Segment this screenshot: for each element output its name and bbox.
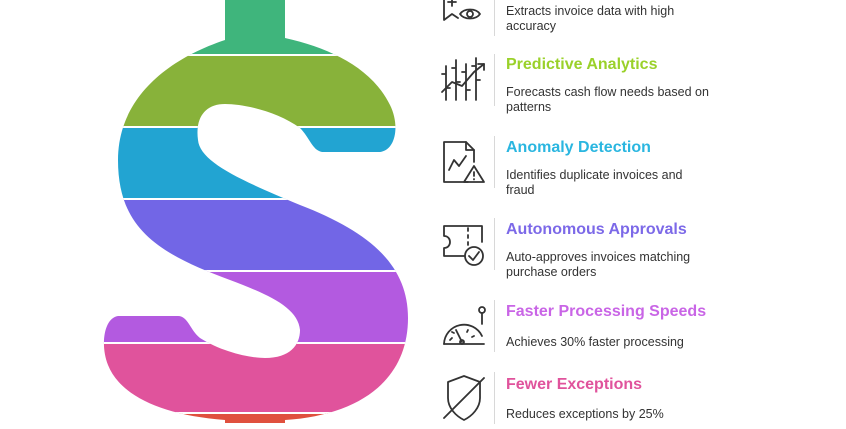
feature-title: Fewer Exceptions (506, 376, 643, 393)
feature-description: Identifies duplicate invoices and fraud (506, 168, 683, 197)
divider (494, 54, 495, 106)
speedometer-icon (438, 300, 490, 352)
divider (494, 218, 495, 270)
divider (494, 372, 495, 424)
dollar-band (103, 343, 408, 413)
feature-title: Autonomous Approvals (506, 221, 687, 238)
feature-title: Anomaly Detection (506, 139, 651, 156)
dollar-band (103, 55, 408, 127)
bar-chart-trend-icon (438, 54, 490, 106)
document-alert-icon (438, 136, 490, 188)
dollar-band (103, 199, 408, 271)
shield-off-icon (438, 372, 490, 424)
dollar-band (103, 127, 408, 199)
divider (494, 0, 495, 36)
feature-description: Extracts invoice data with high accuracy (506, 4, 675, 33)
dollar-sign-graphic (103, 0, 408, 423)
feature-description: Achieves 30% faster processing (506, 335, 684, 349)
scan-eye-icon (438, 0, 490, 52)
divider (494, 136, 495, 188)
divider (494, 300, 495, 352)
feature-title: Predictive Analytics (506, 56, 658, 73)
dollar-band (103, 413, 408, 423)
feature-description: Reduces exceptions by 25% (506, 407, 664, 421)
dollar-band (103, 271, 408, 343)
feature-description: Forecasts cash flow needs based on patte… (506, 85, 709, 114)
feature-description: Auto-approves invoices matching purchase… (506, 250, 691, 279)
ticket-check-icon (438, 218, 490, 270)
feature-title: Faster Processing Speeds (506, 303, 707, 320)
dollar-band (103, 0, 408, 55)
